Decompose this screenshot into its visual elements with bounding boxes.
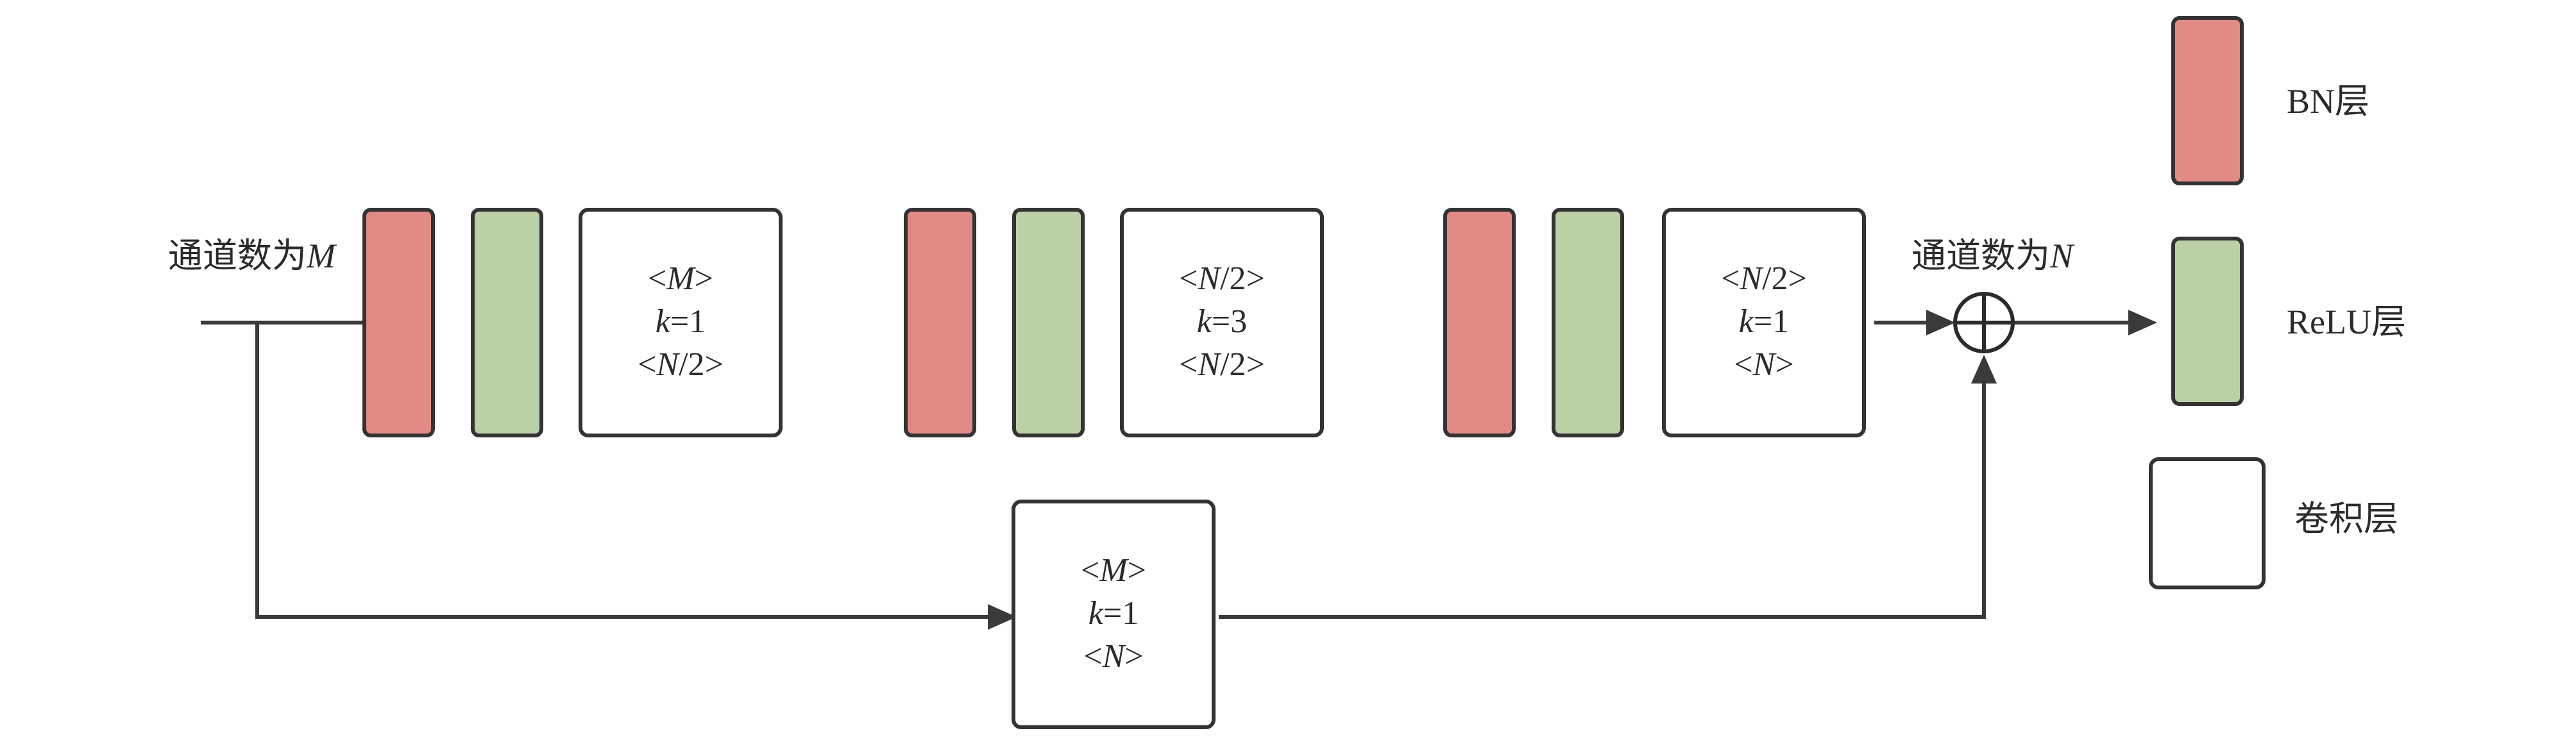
svg-text:k=1: k=1: [1739, 303, 1789, 340]
legend-relu-label: ReLU层: [2287, 303, 2406, 341]
svg-text:k=1: k=1: [656, 303, 706, 340]
skip-path-in-arrowhead: [988, 604, 1017, 630]
svg-text:k=3: k=3: [1197, 303, 1247, 340]
connections: [201, 310, 2157, 630]
conv3-in-var: N: [1739, 260, 1764, 297]
svg-text:<N/2>: <N/2>: [1179, 260, 1265, 297]
conv1-k: 1: [689, 303, 706, 340]
conv1-out-var: N: [656, 346, 681, 383]
legend-conv-swatch: [2149, 457, 2266, 589]
conv3-out-var: N: [1752, 346, 1777, 383]
skip-in-var: M: [1099, 552, 1129, 589]
svg-text:k=1: k=1: [1089, 595, 1139, 632]
bn-layer-3: [1443, 208, 1516, 437]
svg-text:<M>: <M>: [648, 260, 713, 297]
skip-path-in: [255, 323, 988, 619]
skip-path-out: [1219, 384, 1986, 619]
relu-layer-3: [1552, 208, 1624, 437]
legend-bn-swatch: [2171, 16, 2244, 185]
conv-layer-skip: <M> k=1 <N>: [1012, 500, 1216, 729]
conv3-in-suffix: /2: [1762, 260, 1788, 297]
conv2-k: 3: [1230, 303, 1247, 340]
conv-layer-2: <N/2> k=3 <N/2>: [1120, 208, 1324, 437]
input-channel-label: 通道数为M: [168, 237, 337, 275]
svg-text:<N/2>: <N/2>: [1179, 346, 1265, 383]
skip-k: 1: [1122, 595, 1139, 632]
conv-layer-3: <N/2> k=1 <N>: [1662, 208, 1866, 437]
skip-out-var: N: [1102, 638, 1127, 675]
svg-text:<M>: <M>: [1081, 552, 1146, 589]
main-path-arrowhead: [1926, 310, 1955, 335]
legend: BN层 ReLU层 卷积层: [2149, 16, 2406, 589]
skip-path-out-arrowhead: [1971, 355, 1997, 384]
conv-layer-2-box: [1120, 208, 1324, 437]
conv-layer-1-box: [579, 208, 783, 437]
relu-layer-1: [471, 208, 543, 437]
conv1-out-suffix: /2: [679, 346, 704, 383]
legend-relu-swatch: [2171, 237, 2244, 406]
legend-conv-label: 卷积层: [2294, 500, 2398, 538]
conv2-out-suffix: /2: [1220, 346, 1246, 383]
input-label-var: M: [306, 237, 337, 275]
output-label-prefix: 通道数为: [1911, 237, 2050, 275]
svg-text:<N/2>: <N/2>: [1721, 260, 1807, 297]
svg-text:<N>: <N>: [1083, 638, 1143, 675]
conv3-k: 1: [1772, 303, 1789, 340]
output-channel-label: 通道数为N: [1911, 237, 2075, 275]
bn-layer-1: [362, 208, 435, 437]
bn-layer-2: [904, 208, 976, 437]
input-label-prefix: 通道数为: [168, 237, 307, 275]
conv-layer-3-box: [1662, 208, 1866, 437]
relu-layer-2: [1012, 208, 1085, 437]
conv2-in-var: N: [1197, 260, 1222, 297]
conv2-out-var: N: [1197, 346, 1222, 383]
sum-node: [1953, 292, 2015, 353]
conv2-in-suffix: /2: [1220, 260, 1246, 297]
conv-layer-1: <M> k=1 <N/2>: [579, 208, 783, 437]
legend-bn-label: BN层: [2287, 82, 2369, 121]
conv-layer-skip-box: [1012, 500, 1216, 729]
output-arrowhead: [2128, 310, 2157, 335]
conv1-in-var: M: [666, 260, 696, 297]
output-label-var: N: [2049, 237, 2075, 275]
svg-text:<N/2>: <N/2>: [638, 346, 724, 383]
svg-text:<N>: <N>: [1734, 346, 1793, 383]
